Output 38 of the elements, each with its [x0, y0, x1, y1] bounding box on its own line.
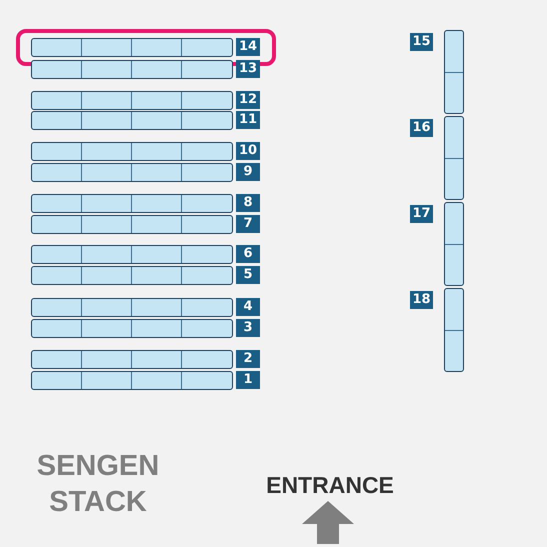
entrance-label: ENTRANCE — [265, 472, 395, 499]
shelf-unit — [31, 350, 233, 369]
shelf-number: 13 — [236, 60, 260, 78]
shelf-unit — [444, 30, 464, 114]
shelf-number: 11 — [236, 111, 260, 129]
shelf-number: 10 — [236, 142, 260, 160]
shelf-number: 2 — [236, 350, 260, 368]
shelf-number: 1 — [236, 371, 260, 389]
shelf-unit — [31, 38, 233, 57]
shelf-number: 15 — [410, 33, 433, 51]
shelf-unit — [31, 194, 233, 213]
shelf-unit — [444, 288, 464, 372]
shelf-number: 7 — [236, 215, 260, 233]
shelf-number: 6 — [236, 245, 260, 263]
shelf-number: 17 — [410, 205, 433, 223]
shelf-unit — [31, 371, 233, 390]
shelf-unit — [31, 215, 233, 234]
shelf-unit — [31, 298, 233, 317]
shelf-number: 18 — [410, 291, 433, 309]
shelf-number: 9 — [236, 163, 260, 181]
shelf-unit — [31, 245, 233, 264]
shelf-number: 4 — [236, 298, 260, 316]
shelf-unit — [31, 60, 233, 79]
shelf-unit — [444, 202, 464, 286]
shelf-unit — [444, 116, 464, 200]
shelf-unit — [31, 111, 233, 130]
shelf-number: 12 — [236, 91, 260, 109]
shelf-unit — [31, 319, 233, 338]
shelf-unit — [31, 163, 233, 182]
shelf-number: 3 — [236, 319, 260, 337]
shelf-unit — [31, 142, 233, 161]
shelf-unit — [31, 91, 233, 110]
area-label: SENGEN STACK — [36, 449, 160, 520]
shelf-number: 16 — [410, 119, 433, 137]
shelf-unit — [31, 266, 233, 285]
shelf-number: 14 — [236, 38, 260, 56]
shelf-number: 5 — [236, 266, 260, 284]
shelf-number: 8 — [236, 194, 260, 212]
